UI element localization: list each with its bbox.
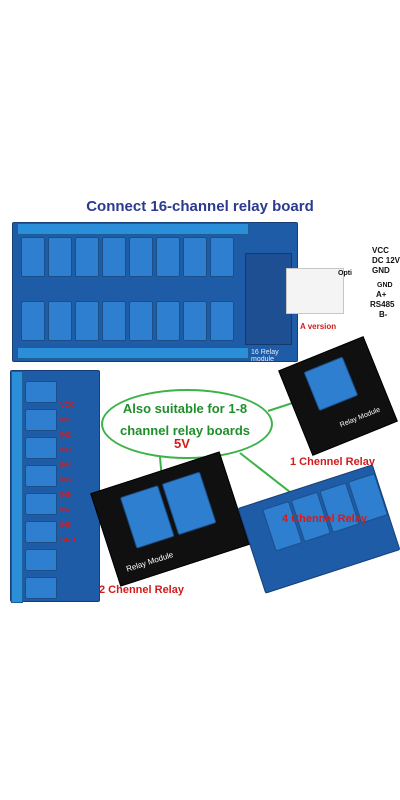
compatibility-callout — [101, 389, 273, 459]
label-gnd2: GND — [377, 282, 393, 289]
relay-module-silk: Relay Module — [125, 550, 175, 574]
pin-label-in5: IN5 — [60, 477, 71, 484]
pin-label-in2: IN2 — [60, 432, 71, 439]
label-dc12v: DC 12V — [372, 256, 400, 265]
pin-label-in8: IN8 — [60, 522, 71, 529]
control-area — [245, 253, 292, 345]
label-a-plus: A+ — [376, 290, 387, 299]
relay — [75, 237, 99, 277]
relay — [102, 237, 126, 277]
relay — [25, 465, 57, 487]
board-silkscreen-label: 16 Relay module — [251, 349, 279, 363]
relay — [21, 237, 45, 277]
relay — [210, 301, 234, 341]
label-opti: Opti — [338, 270, 352, 277]
relay — [21, 301, 45, 341]
relay — [25, 577, 57, 599]
callout-line-2: channel relay boards — [119, 423, 251, 438]
relay — [303, 356, 359, 412]
relay — [25, 437, 57, 459]
relay — [25, 521, 57, 543]
voltage-label: 5V — [174, 436, 190, 451]
pin-label-in6: IN6 — [60, 492, 71, 499]
page-title: Connect 16-channel relay board — [86, 198, 314, 215]
pin-label-gnd: GND — [60, 537, 76, 544]
relay — [210, 237, 234, 277]
relay-row-bottom — [21, 301, 241, 341]
pin-label-in1: IN1 — [60, 417, 71, 424]
relay-row-top — [21, 237, 241, 277]
relay-board-16ch: 16 Relay module — [12, 222, 298, 363]
caption-4-channel-relay: 4 Chennel Relay — [282, 513, 367, 525]
label-gnd: GND — [372, 266, 390, 275]
relay — [183, 301, 207, 341]
label-a-version: A version — [300, 322, 337, 331]
compatibility-callout-text: Also suitable for 1-8 channel relay boar… — [101, 398, 269, 442]
caption-1-channel-relay: 1 Chennel Relay — [290, 456, 375, 468]
relay — [156, 301, 180, 341]
relay-module-4ch — [237, 464, 400, 594]
relay — [25, 493, 57, 515]
terminal-strip-bottom — [17, 347, 249, 359]
caption-2-channel-relay: 2 Chennel Relay — [99, 584, 184, 596]
relay — [129, 237, 153, 277]
relay — [183, 237, 207, 277]
relay — [102, 301, 126, 341]
terminal-strip-top — [17, 223, 249, 235]
label-rs485: RS485 — [370, 300, 395, 309]
label-b-minus: B- — [379, 310, 388, 319]
relay-board-8ch — [10, 370, 100, 603]
pin-label-in3: IN3 — [60, 447, 71, 454]
pin-label-in7: IN7 — [60, 507, 71, 514]
relay — [48, 301, 72, 341]
relay — [156, 237, 180, 277]
pin-label-in4: IN4 — [60, 462, 71, 469]
relay — [129, 301, 153, 341]
label-vcc: VCC — [372, 246, 389, 255]
relay-module-silk: Relay Module — [339, 406, 382, 430]
relay — [25, 381, 57, 403]
relay — [75, 301, 99, 341]
callout-line-1: Also suitable for 1-8 — [122, 401, 248, 416]
relay — [25, 409, 57, 431]
relay — [48, 237, 72, 277]
pin-label-vcc: VCC — [60, 402, 75, 409]
relay-module-2ch: Relay Module — [90, 451, 250, 587]
rs485-module — [286, 268, 344, 314]
relay — [25, 549, 57, 571]
terminal-strip-left — [11, 371, 23, 603]
